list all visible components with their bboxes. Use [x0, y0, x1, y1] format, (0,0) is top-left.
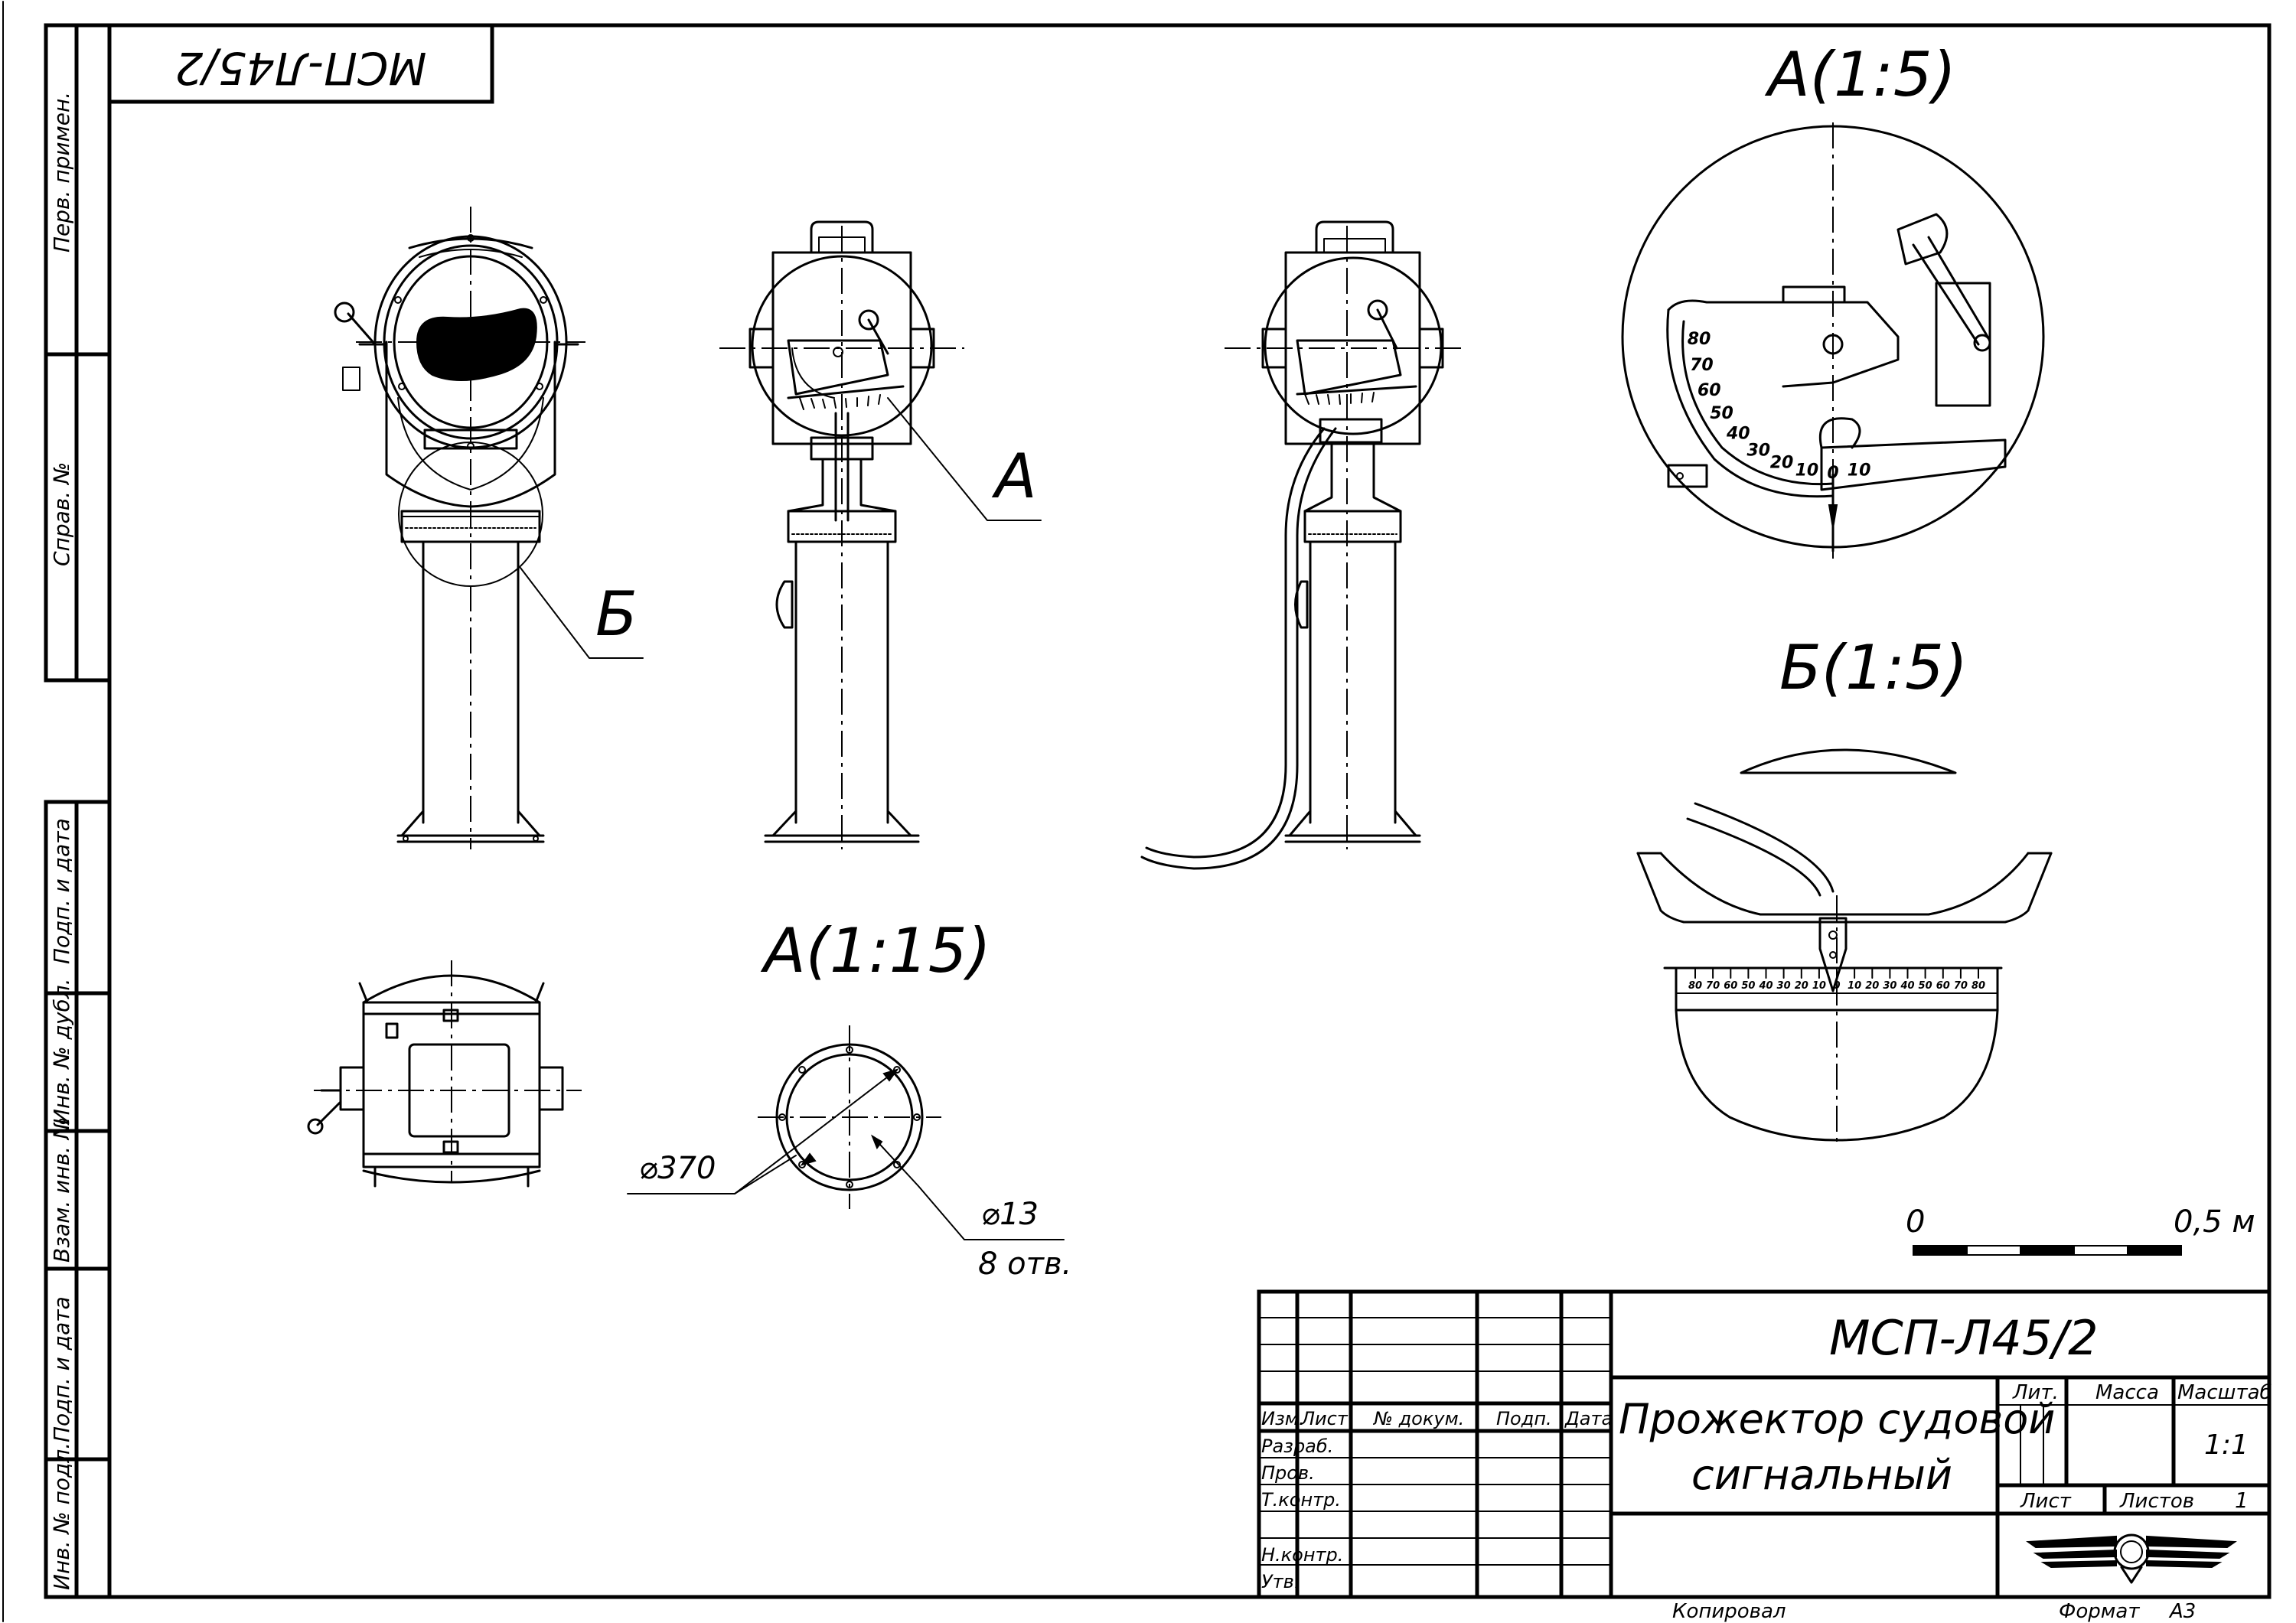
dial-b-label: 60 — [1936, 980, 1950, 992]
side-label-vzam-inv: Взам. инв. № — [49, 1117, 74, 1263]
dial-b-label: 80 — [1688, 980, 1702, 992]
tb-utv: Утв. — [1261, 1571, 1300, 1592]
tb-lit: Лит. — [2012, 1381, 2059, 1404]
tb-format-value: А3 — [2168, 1600, 2196, 1623]
dial-b-label: 50 — [1919, 980, 1932, 992]
dial-b-label: 70 — [1706, 980, 1720, 992]
detail-circle-b — [398, 442, 543, 587]
dial-b-label: 40 — [1758, 980, 1773, 992]
dial-a-label: 30 — [1746, 442, 1770, 461]
dial-a-label: 10 — [1795, 461, 1819, 481]
scale-bar-start: 0 — [1906, 1204, 1925, 1240]
tb-data: Дата — [1564, 1408, 1613, 1429]
dim-diameter-370: ⌀370 — [639, 1151, 716, 1186]
dial-b-label: 20 — [1865, 980, 1879, 992]
dial-b-label: 10 — [1812, 980, 1826, 992]
side-label-podp-data-2: Подп. и дата — [49, 1296, 74, 1442]
detail-a-1-15: А(1:15) ⌀370 ⌀13 8 отв. — [627, 915, 1071, 1282]
dial-b-label: 20 — [1795, 980, 1808, 992]
dial-b-label: 80 — [1971, 980, 1985, 992]
tb-n-kontr: Н.контр. — [1261, 1544, 1343, 1566]
tb-sheet-number: 1 — [2235, 1488, 2249, 1513]
dial-a-label: 80 — [1688, 330, 1711, 349]
tb-list-label: Лист — [2020, 1490, 2072, 1513]
top-view — [307, 960, 582, 1188]
scale-bar-end: 0,5 м — [2174, 1204, 2255, 1240]
code-rotated-text: МСП-Л45/2 — [175, 42, 427, 94]
company-logo — [2026, 1533, 2237, 1584]
dial-a-label: 10 — [1848, 461, 1871, 481]
tb-listov-label: Листов — [2119, 1490, 2194, 1513]
dial-b-label: 10 — [1848, 980, 1861, 992]
tb-prov: Пров. — [1261, 1462, 1315, 1484]
side-view: А — [719, 220, 1042, 849]
code-box-rotated: МСП-Л45/2 — [107, 23, 494, 104]
dial-b-label: 30 — [1777, 980, 1791, 992]
dial-a-label: 20 — [1770, 454, 1794, 473]
side-label-inv-dubl: Инв. № дубл. — [49, 978, 74, 1125]
tb-no-dokum: № докум. — [1372, 1408, 1464, 1429]
tb-title-line1: Прожектор судовой — [1619, 1395, 2055, 1443]
scale-bar: 0 0,5 м — [1906, 1204, 2255, 1256]
detail-b-1-5-title: Б(1:5) — [1779, 632, 1968, 703]
rear-view — [1140, 220, 1462, 870]
dim-holes-8: 8 отв. — [978, 1247, 1071, 1282]
tb-title-line2: сигнальный — [1691, 1451, 1952, 1499]
tb-razrab: Разраб. — [1261, 1436, 1333, 1457]
dial-a-label: 40 — [1726, 425, 1750, 444]
tb-t-kontr: Т.контр. — [1261, 1489, 1341, 1511]
dial-b-label: 60 — [1724, 980, 1737, 992]
side-stamp: Перв. примен. Справ. № Подп. и дата Инв.… — [44, 23, 112, 1599]
side-label-podp-data-1: Подп. и дата — [49, 818, 74, 964]
dial-b-label: 30 — [1883, 980, 1896, 992]
front-view: Б — [334, 207, 644, 849]
tb-format-label: Формат — [2059, 1600, 2140, 1623]
callout-a-label: А — [991, 441, 1037, 512]
dial-a-label: 60 — [1698, 381, 1721, 400]
dial-a-label: 50 — [1710, 404, 1733, 423]
dial-b-label: 70 — [1954, 980, 1968, 992]
side-label-sprav-no: Справ. № — [49, 462, 74, 566]
dial-a-label: 70 — [1690, 356, 1714, 375]
detail-a-1-5-title: А(1:5) — [1764, 39, 1956, 110]
tb-masshtab: Масштаб — [2177, 1381, 2272, 1404]
tb-scale-value: 1:1 — [2204, 1429, 2249, 1461]
callout-b-label: Б — [595, 578, 638, 650]
dim-diameter-13: ⌀13 — [981, 1197, 1039, 1232]
dial-b-label: 0 — [1833, 980, 1840, 992]
dial-b-label: 50 — [1741, 980, 1755, 992]
dial-b-label: 40 — [1900, 980, 1914, 992]
detail-a-1-15-title: А(1:15) — [760, 915, 991, 986]
tb-podp: Подп. — [1496, 1408, 1552, 1429]
tb-code: МСП-Л45/2 — [1829, 1310, 2099, 1366]
dial-a-label: 0 — [1827, 464, 1838, 483]
tb-list: Лист — [1300, 1408, 1349, 1429]
tb-izm: Изм. — [1261, 1408, 1304, 1429]
title-block: МСП-Л45/2 Прожектор судовой сигнальный И… — [1257, 1289, 2272, 1623]
side-label-inv-podl: Инв. № подл. — [49, 1442, 74, 1590]
tb-copied-by: Копировал — [1672, 1600, 1786, 1623]
tb-massa: Масса — [2095, 1381, 2159, 1404]
side-label-perv-primen: Перв. примен. — [49, 92, 74, 253]
